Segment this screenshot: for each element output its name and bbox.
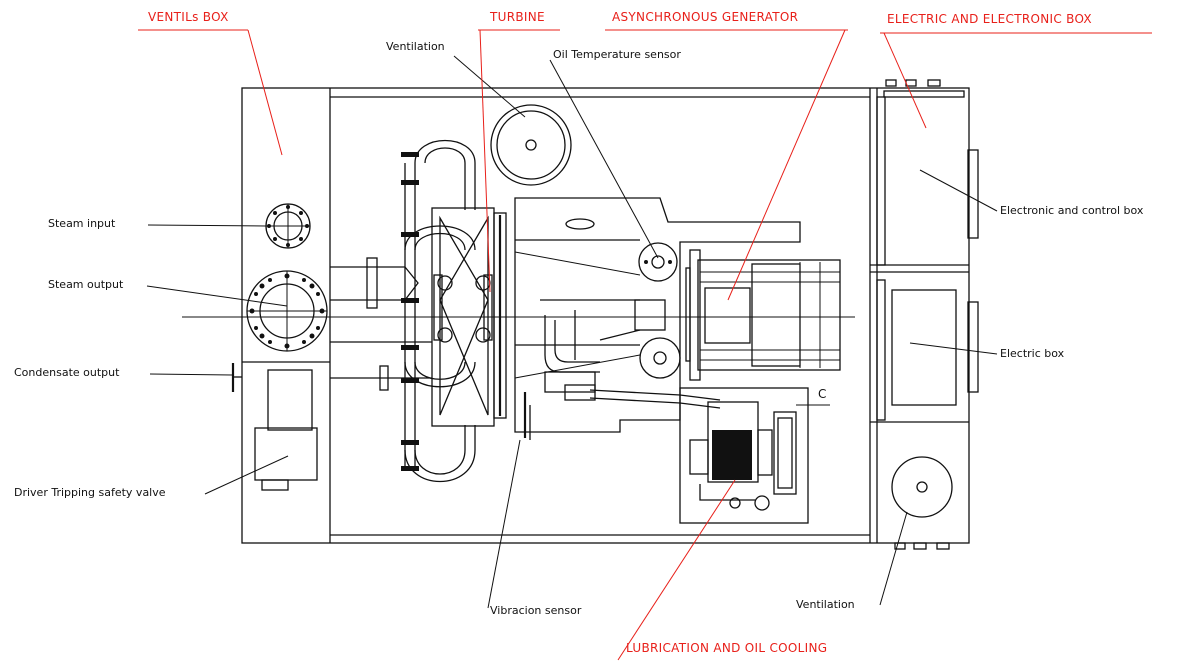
skid-frame — [241, 79, 970, 550]
label-electric-box: Electric box — [1000, 347, 1065, 360]
oil-pump-flange — [639, 337, 681, 379]
gearbox-housing — [514, 197, 801, 433]
ventilation-fan-bottom — [891, 456, 953, 518]
heading-electric-and-electronic-box: ELECTRIC AND ELECTRONIC BOX — [887, 12, 1092, 26]
heading-lubrication-and-oil-cooling: LUBRICATION AND OIL COOLING — [626, 641, 828, 655]
steam-pipes — [330, 257, 432, 391]
condensate-outlet — [231, 363, 242, 392]
label-steam-output: Steam output — [48, 278, 124, 291]
label-marker-c: C — [818, 387, 827, 401]
vibration-sensor — [523, 392, 531, 440]
label-ventilation-top: Ventilation — [386, 40, 445, 53]
label-oil-temperature-sensor: Oil Temperature sensor — [553, 48, 681, 61]
heading-pointers — [138, 29, 1152, 661]
turbine-steam-coils — [401, 140, 476, 482]
oil-lines — [544, 310, 721, 409]
electric-box-panel — [891, 289, 979, 406]
heading-ventils-box: VENTILs BOX — [148, 10, 229, 24]
label-condensate-output: Condensate output — [14, 366, 120, 379]
oil-temperature-sensor — [638, 242, 678, 282]
ventilation-fan-top — [490, 104, 572, 186]
steam-input-flange — [265, 203, 311, 249]
steam-output-flange — [246, 270, 328, 352]
driver-tripping-valve — [254, 369, 318, 491]
electronic-control-panel — [967, 149, 979, 239]
label-electronic-and-control-box: Electronic and control box — [1000, 204, 1144, 217]
turbine-unit — [431, 207, 507, 427]
heading-asynchronous-generator: ASYNCHRONOUS GENERATOR — [612, 10, 799, 24]
asynchronous-generator — [685, 249, 841, 381]
leader-lines — [146, 55, 998, 609]
label-driver-tripping-safety-valve: Driver Tripping safety valve — [14, 486, 166, 499]
lubrication-cooling-unit — [679, 387, 830, 524]
label-vibracion-sensor: Vibracion sensor — [490, 604, 582, 617]
heading-turbine: TURBINE — [490, 10, 545, 24]
label-ventilation-bottom: Ventilation — [796, 598, 855, 611]
label-steam-input: Steam input — [48, 217, 116, 230]
